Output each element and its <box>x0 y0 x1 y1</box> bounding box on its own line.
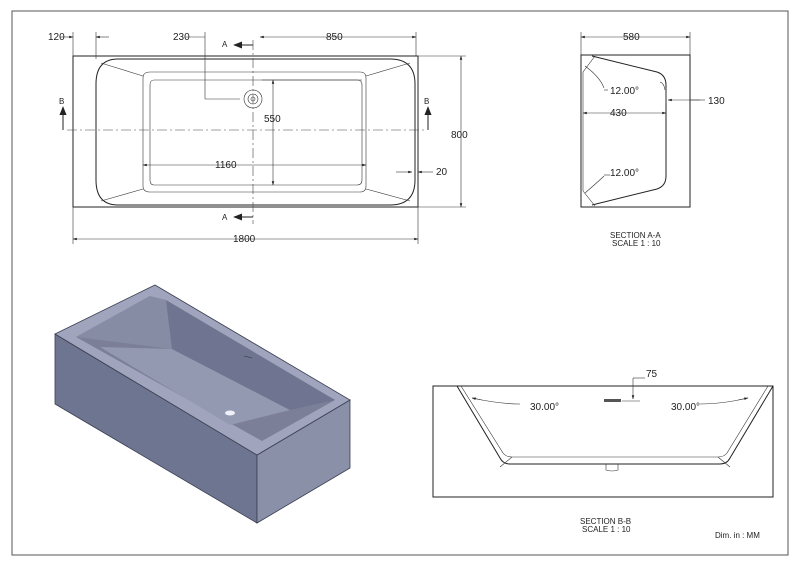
dim-120: 120 <box>48 32 65 43</box>
corner-line <box>365 188 411 202</box>
section-marker-a-bottom: A <box>222 213 228 222</box>
section-bb-caption-line1: SECTION B-B <box>580 517 631 526</box>
overflow-slot <box>604 399 621 402</box>
tub-outline <box>72 55 419 208</box>
dim-75: 75 <box>646 369 658 380</box>
section-bb-outline <box>432 385 774 498</box>
dim-800: 800 <box>451 130 468 141</box>
section-bb: 75 30.00° 30.00° SECTION B-B SCALE 1 : 1… <box>432 369 774 534</box>
dim-1800: 1800 <box>233 234 256 245</box>
dim-580: 580 <box>623 32 640 43</box>
units-note: Dim. in : MM <box>715 531 760 540</box>
corner-line <box>365 62 411 77</box>
section-marker-b-right: B <box>424 97 429 106</box>
section-aa-caption-line1: SECTION A-A <box>610 231 661 240</box>
section-marker-b-left: B <box>59 97 64 106</box>
tub-floor-inner <box>149 79 363 186</box>
tub-rim-inner <box>95 58 416 206</box>
iso-basin-floor <box>100 347 290 425</box>
dim-230: 230 <box>173 32 190 43</box>
iso-basin-back-wall <box>76 296 172 349</box>
section-marker-a-top: A <box>222 40 228 49</box>
section-bb-basin-inner <box>460 385 769 458</box>
section-bb-basin-outer <box>456 385 774 465</box>
angle-bottom: 12.00° <box>610 168 639 179</box>
section-aa-caption-line2: SCALE 1 : 10 <box>612 239 661 248</box>
section-aa-profile <box>580 54 691 208</box>
tub-floor-outer <box>142 71 367 193</box>
dim-850: 850 <box>326 32 343 43</box>
dim-130: 130 <box>708 96 725 107</box>
dim-1160: 1160 <box>215 160 237 171</box>
plan-view: A A B B 120 230 850 550 800 1160 <box>48 32 468 245</box>
section-bb-caption-line2: SCALE 1 : 10 <box>582 525 631 534</box>
dim-550: 550 <box>264 114 281 125</box>
section-aa-inner <box>591 55 667 206</box>
angle-left: 30.00° <box>530 402 559 413</box>
section-aa: 580 12.00° 12.00° 130 430 SECTION A-A SC… <box>580 32 725 248</box>
sheet-border <box>11 10 789 556</box>
dim-430: 430 <box>610 108 627 119</box>
angle-top: 12.00° <box>610 86 639 97</box>
iso-basin-end-wall <box>166 300 335 410</box>
corner-line <box>100 188 144 202</box>
isometric-view <box>54 284 351 524</box>
dim-20: 20 <box>436 167 448 178</box>
angle-right: 30.00° <box>671 402 700 413</box>
iso-drain <box>225 410 235 416</box>
corner-line <box>100 62 144 77</box>
